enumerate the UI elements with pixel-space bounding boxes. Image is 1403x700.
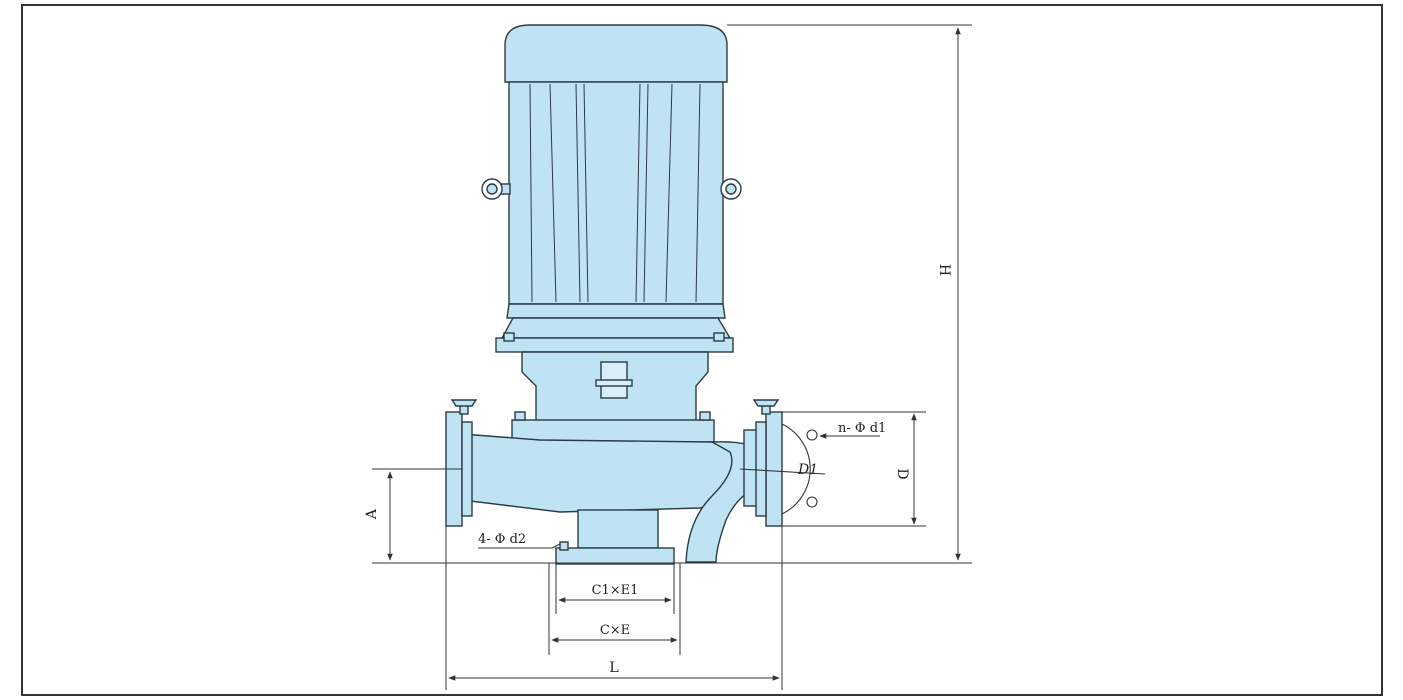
- casing-screw-left: [514, 411, 526, 421]
- outlet-flange-bolt: [752, 399, 780, 415]
- label-base-inner: C1×E1: [592, 583, 639, 598]
- motor-top-cap: [504, 24, 728, 83]
- dimension-lines: [372, 24, 972, 690]
- label-D: D: [894, 468, 910, 479]
- inlet-flange-hub: [461, 421, 473, 517]
- label-base-holes: 4- Φ d2: [478, 532, 526, 547]
- outlet-flange-hub: [755, 421, 767, 517]
- casing-top-plate: [511, 419, 715, 443]
- flange-screw-right: [713, 332, 725, 342]
- flange-screw-left: [503, 332, 515, 342]
- bolt-hole-upper: [806, 429, 818, 441]
- outlet-flange: [765, 411, 783, 527]
- bolt-hole-lower: [806, 496, 818, 508]
- casing-screw-right: [699, 411, 711, 421]
- bolt-circle-view: [739, 423, 826, 515]
- pump-body: [445, 24, 783, 565]
- label-flange-holes: n- Φ d1: [838, 421, 886, 436]
- drawing-frame: [21, 4, 1383, 696]
- label-D1: D1: [797, 462, 818, 478]
- lifting-eye-right: [720, 178, 742, 200]
- lifting-eye-left: [481, 178, 511, 200]
- label-A: A: [364, 508, 380, 520]
- motor-flange: [500, 317, 732, 339]
- label-L: L: [609, 660, 618, 676]
- base-screw: [559, 541, 569, 551]
- motor-flange-rim: [495, 337, 734, 353]
- inlet-pipe: [461, 433, 741, 513]
- pump-foot: [577, 509, 659, 549]
- label-H: H: [936, 264, 952, 276]
- motor-skirt: [506, 303, 726, 319]
- motor-ribs: [505, 81, 727, 303]
- pump-base-plate: [555, 547, 675, 565]
- label-base-outer: C×E: [600, 623, 630, 638]
- motor-body: [508, 81, 724, 305]
- inlet-flange-bolt: [450, 399, 478, 415]
- shaft-coupling-ring: [595, 379, 633, 387]
